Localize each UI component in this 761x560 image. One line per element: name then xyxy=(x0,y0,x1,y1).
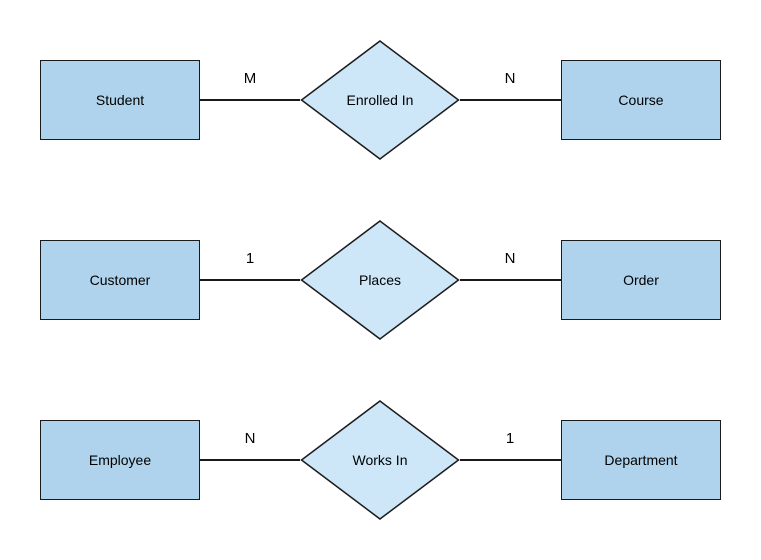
cardinality-label-right: N xyxy=(504,250,516,267)
connector-line-left xyxy=(200,99,300,101)
relationship-row-student-course: Student M Enrolled In N Course xyxy=(0,40,761,160)
entity-label: Course xyxy=(618,92,664,108)
entity-course[interactable]: Course xyxy=(561,60,721,140)
diamond-shape xyxy=(300,220,460,340)
relationship-label: Works In xyxy=(352,452,408,468)
relationship-enrolled-in[interactable]: Enrolled In xyxy=(300,40,460,160)
entity-label: Customer xyxy=(89,272,151,288)
relationship-places[interactable]: Places xyxy=(300,220,460,340)
relationship-label: Enrolled In xyxy=(346,92,414,108)
entity-department[interactable]: Department xyxy=(561,420,721,500)
diamond-shape xyxy=(300,40,460,160)
cardinality-label-left: N xyxy=(244,430,256,447)
entity-label: Student xyxy=(95,92,145,108)
entity-label: Employee xyxy=(88,452,152,468)
entity-employee[interactable]: Employee xyxy=(40,420,200,500)
relationship-row-employee-department: Employee N Works In 1 Department xyxy=(0,400,761,520)
connector-line-right xyxy=(460,279,561,281)
cardinality-label-left: 1 xyxy=(245,250,255,267)
entity-label: Department xyxy=(604,452,678,468)
connector-line-right xyxy=(460,459,561,461)
cardinality-label-right: N xyxy=(504,70,516,87)
relationship-label: Places xyxy=(358,272,402,288)
entity-label: Order xyxy=(623,272,659,288)
entity-order[interactable]: Order xyxy=(561,240,721,320)
connector-line-left xyxy=(200,279,300,281)
entity-student[interactable]: Student xyxy=(40,60,200,140)
entity-customer[interactable]: Customer xyxy=(40,240,200,320)
cardinality-label-left: M xyxy=(243,70,257,87)
connector-line-right xyxy=(460,99,561,101)
relationship-row-customer-order: Customer 1 Places N Order xyxy=(0,220,761,340)
connector-line-left xyxy=(200,459,300,461)
cardinality-label-right: 1 xyxy=(505,430,515,447)
relationship-works-in[interactable]: Works In xyxy=(300,400,460,520)
diamond-shape xyxy=(300,400,460,520)
